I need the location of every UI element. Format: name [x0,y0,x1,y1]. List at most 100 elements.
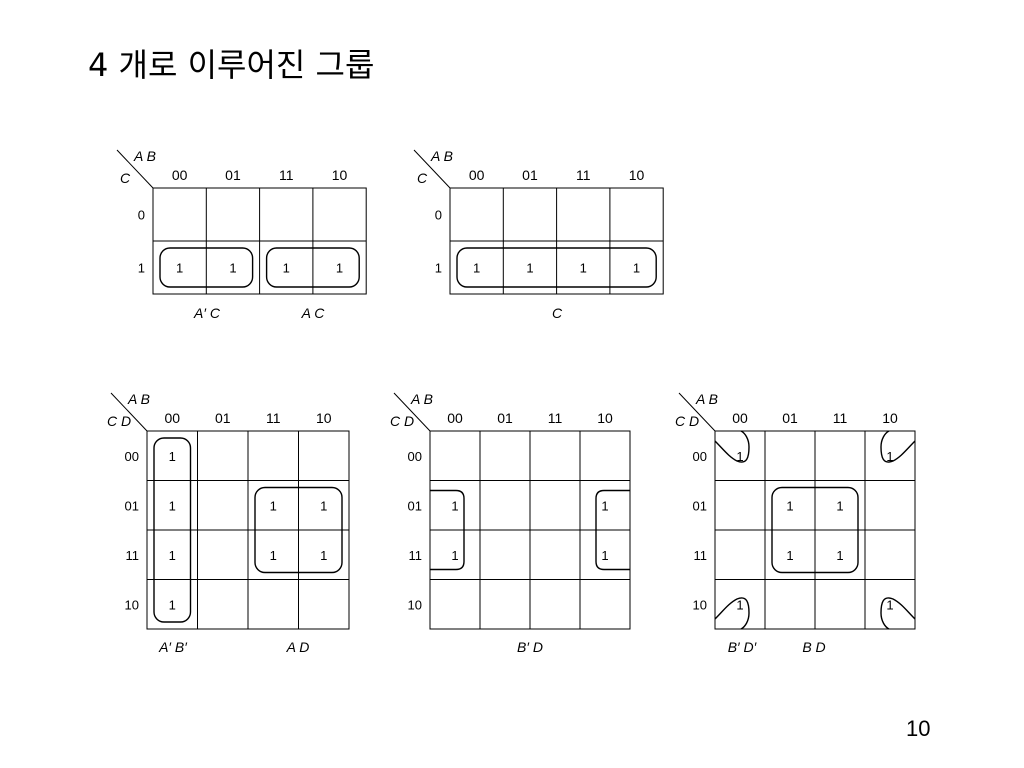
row-variables-label: C [417,170,428,186]
column-header-label: 11 [279,167,294,183]
cell-value: 1 [320,498,327,513]
column-header-label: 10 [882,410,898,426]
cell-value: 1 [169,597,176,612]
cell-value: 1 [270,548,277,563]
column-variables-label: A B [695,391,718,407]
cell-value: 1 [229,261,236,276]
cell-value: 1 [270,498,277,513]
row-header-label: 11 [694,548,708,563]
row-header-label: 00 [693,449,707,464]
cell-value: 1 [836,498,843,513]
corner-diagonal [393,392,431,432]
cell-value: 1 [836,548,843,563]
cell-value: 1 [169,449,176,464]
cell-value: 1 [736,449,743,464]
group-loop [771,486,859,574]
group-loop [153,437,192,623]
cell-value: 1 [886,597,893,612]
cell-value: 1 [336,261,343,276]
row-header-label: 01 [693,498,707,513]
cell-value: 1 [633,261,640,276]
cell-value: 1 [580,261,587,276]
group-loop [456,247,657,288]
row-variables-label: C D [390,413,414,429]
column-header-label: 11 [833,410,848,426]
column-header-label: 00 [164,410,180,426]
column-header-label: 01 [497,410,513,426]
group-loop [159,247,254,288]
group-loop [595,489,630,571]
column-header-label: 00 [732,410,748,426]
cell-value: 1 [451,498,458,513]
cell-value: 1 [736,597,743,612]
column-header-label: 11 [266,410,281,426]
cell-value: 1 [473,261,480,276]
group-loop [880,430,916,463]
row-header-label: 00 [408,449,422,464]
cell-value: 1 [451,548,458,563]
page-number: 10 [906,716,931,741]
column-header-label: 00 [172,167,188,183]
row-variables-label: C [120,170,131,186]
corner-diagonal [413,149,451,189]
slide-title: 4 개로 이루어진 그룹 [88,46,375,84]
cell-value: 1 [169,498,176,513]
row-header-label: 0 [435,208,442,223]
column-header-label: 00 [469,167,485,183]
group-term-label: C [552,305,563,321]
column-header-label: 10 [597,410,613,426]
row-header-label: 11 [409,548,423,563]
cell-value: 1 [176,261,183,276]
column-header-label: 00 [447,410,463,426]
group-term-label: A′ C [193,305,221,321]
column-header-label: 01 [522,167,538,183]
group-term-label: A′ B′ [158,639,188,655]
group-loop [254,486,343,574]
row-header-label: 01 [408,498,422,513]
cell-value: 1 [320,548,327,563]
group-loop [430,489,465,571]
corner-diagonal [678,392,716,432]
row-header-label: 01 [125,498,139,513]
group-term-label: B′ D [517,639,543,655]
cell-value: 1 [601,498,608,513]
row-header-label: 1 [138,261,145,276]
column-header-label: 11 [576,167,591,183]
column-variables-label: A B [127,391,150,407]
group-term-label: B D [802,639,825,655]
cell-value: 1 [169,548,176,563]
column-header-label: 01 [215,410,231,426]
column-header-label: 10 [629,167,645,183]
row-header-label: 00 [125,449,139,464]
column-variables-label: A B [430,148,453,164]
cell-value: 1 [526,261,533,276]
row-header-label: 0 [138,208,145,223]
group-loop [880,597,916,630]
group-term-label: A C [301,305,326,321]
column-header-label: 10 [332,167,348,183]
cell-value: 1 [886,449,893,464]
group-loop [714,430,750,463]
row-header-label: 1 [435,261,442,276]
row-variables-label: C D [675,413,699,429]
row-header-label: 10 [125,597,139,612]
row-variables-label: C D [107,413,131,429]
corner-diagonal [116,149,154,189]
column-variables-label: A B [410,391,433,407]
row-header-label: 11 [126,548,140,563]
group-term-label: B′ D′ [728,639,758,655]
column-header-label: 10 [316,410,332,426]
group-term-label: A D [286,639,310,655]
column-header-label: 01 [225,167,241,183]
group-loop [265,247,360,288]
row-header-label: 10 [693,597,707,612]
cell-value: 1 [786,548,793,563]
group-loop [714,597,750,630]
column-variables-label: A B [133,148,156,164]
cell-value: 1 [283,261,290,276]
